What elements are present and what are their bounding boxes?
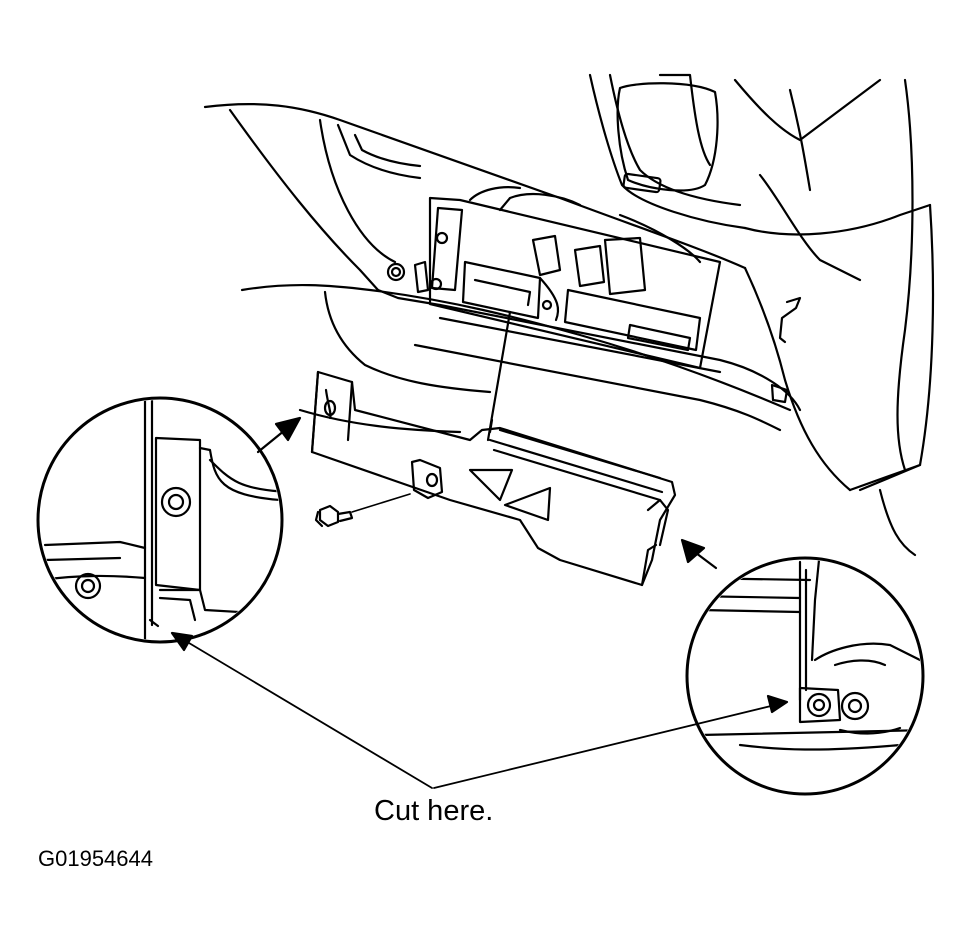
removed-bracket [310,370,677,587]
right-detail-circle [685,556,925,796]
left-detail-circle [36,396,284,644]
figure-id-label: G01954644 [38,846,153,871]
bolt-icon [314,493,411,528]
dashboard-panel [203,73,935,557]
pointer-arrows [170,416,789,789]
cut-here-label: Cut here. [374,795,494,827]
